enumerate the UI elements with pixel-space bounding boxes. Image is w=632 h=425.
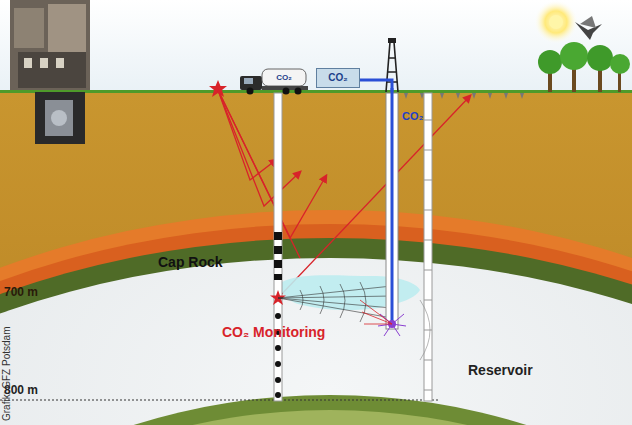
credit-label: Grafik: GFZ Potsdam (1, 327, 13, 421)
well-label: CO₂ (402, 110, 423, 123)
node-text: CO₂ (328, 72, 347, 84)
layer-label: Cap Rock (158, 254, 223, 270)
node-text: CO₂ (276, 73, 292, 82)
monitoring-label: CO₂ Monitoring (222, 324, 325, 340)
reservoir-label: Reservoir (468, 362, 533, 378)
depth-label: 700 m (4, 286, 38, 300)
tank-label-box: CO₂ (264, 71, 304, 84)
storage-box: CO₂ (316, 68, 360, 88)
